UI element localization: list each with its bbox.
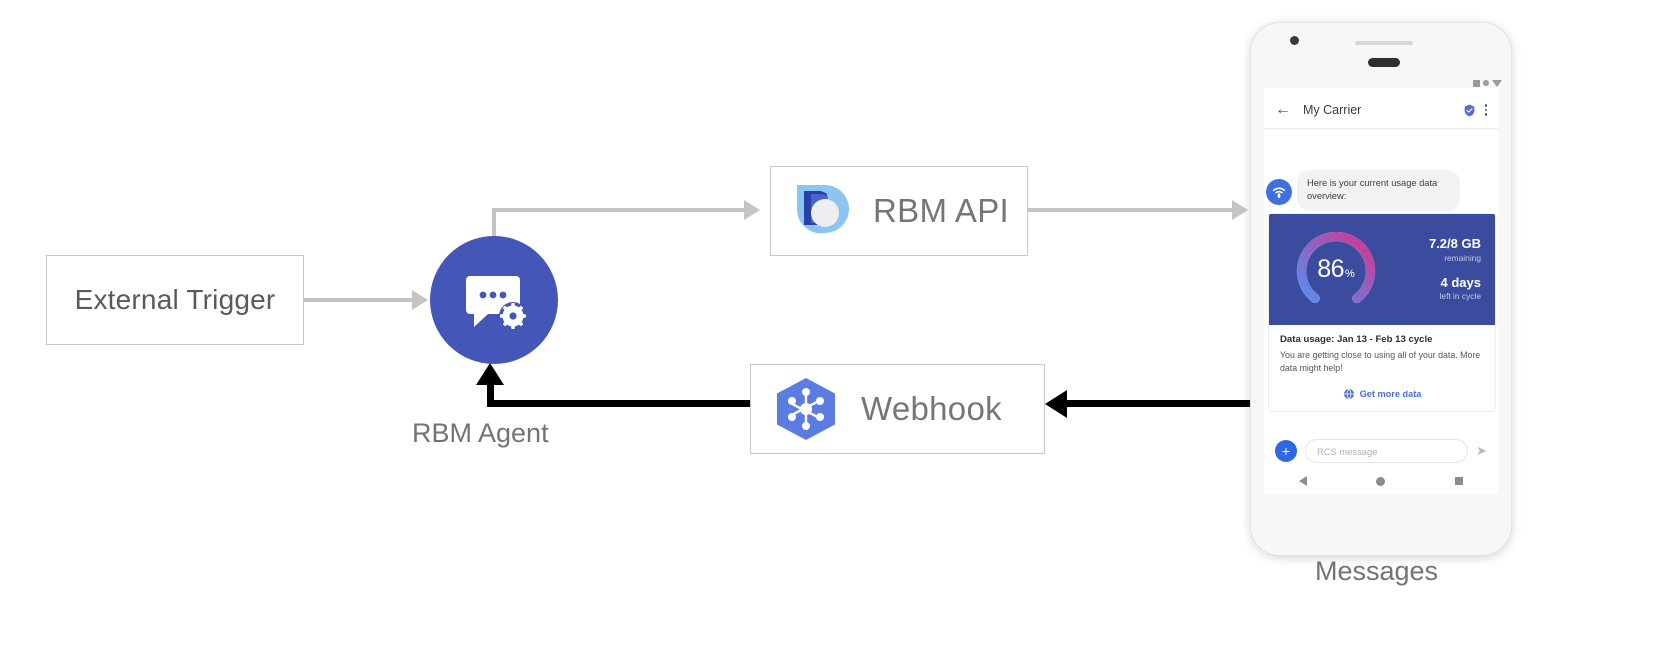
cloud-functions-hexagon-icon — [777, 378, 835, 440]
stat-data-value: 7.2/8 GB — [1428, 236, 1481, 252]
external-trigger-label: External Trigger — [74, 284, 276, 315]
incoming-message-text: Here is your current usage data overview… — [1307, 178, 1438, 202]
overflow-menu-icon[interactable] — [1484, 104, 1487, 116]
nav-home-icon[interactable] — [1376, 476, 1386, 486]
battery-icon — [1492, 79, 1502, 87]
rcs-message-placeholder: RCS message — [1317, 445, 1378, 457]
card-stats-group: 7.2/8 GB remaining 4 days left in cycle — [1429, 214, 1481, 325]
stat-days-left: 4 days left in cycle — [1439, 275, 1481, 302]
arrow-api-to-phone-line — [1028, 208, 1232, 212]
front-camera-icon — [1290, 36, 1299, 45]
rbm-api-node[interactable]: RBM API — [770, 166, 1028, 256]
nav-recents-icon[interactable] — [1455, 477, 1464, 485]
conversation-title: My Carrier — [1303, 103, 1362, 117]
arrow-agent-to-api-horizontal — [492, 208, 744, 212]
gauge-value: 86 — [1317, 254, 1345, 283]
gauge-unit: % — [1345, 267, 1355, 280]
rbm-agent-label: RBM Agent — [412, 418, 549, 448]
arrow-webhook-to-agent-horizontal — [487, 400, 750, 407]
arrow-phone-to-webhook-head — [1045, 390, 1067, 418]
verified-badge-icon — [1464, 104, 1474, 116]
plus-icon[interactable]: + — [1275, 440, 1297, 462]
arrow-trigger-to-agent-head — [412, 290, 428, 310]
rich-card-body: Data usage: Jan 13 - Feb 13 cycle You ar… — [1269, 325, 1495, 379]
arrow-agent-to-api-head — [744, 200, 760, 220]
rich-card-title: Data usage: Jan 13 - Feb 13 cycle — [1280, 334, 1433, 345]
rbm-api-logo-icon — [796, 185, 849, 234]
webhook-node[interactable]: Webhook — [750, 364, 1045, 454]
message-composer: + RCS message ➤ — [1264, 432, 1498, 470]
status-bar — [1462, 78, 1502, 88]
arrow-webhook-to-agent-vertical — [487, 384, 494, 407]
send-icon[interactable]: ➤ — [1476, 443, 1487, 458]
data-usage-gauge-icon — [1296, 231, 1376, 304]
rbm-agent-node[interactable] — [430, 236, 558, 364]
rich-card[interactable]: 86 % 7.2/8 GB remaining 4 days left in c… — [1268, 213, 1496, 412]
gauge-value-group: 86 % — [1293, 226, 1379, 312]
incoming-message-bubble: Here is your current usage data overview… — [1297, 170, 1460, 211]
get-more-data-button[interactable]: Get more data — [1269, 379, 1495, 411]
phone-speaker-grille — [1355, 41, 1413, 45]
messages-label: Messages — [1315, 556, 1439, 586]
external-trigger-node[interactable]: External Trigger — [46, 255, 304, 345]
chat-bubble-gear-icon — [466, 276, 527, 330]
phone-earpiece — [1368, 58, 1400, 67]
arrow-webhook-to-agent-head — [476, 363, 504, 385]
arrow-agent-to-api-vertical — [492, 208, 496, 260]
stat-days-value: 4 days — [1440, 275, 1481, 290]
arrow-trigger-to-agent-line — [304, 298, 412, 302]
get-more-data-label: Get more data — [1359, 388, 1422, 399]
rbm-api-label: RBM API — [873, 192, 1009, 229]
stat-data-remaining: 7.2/8 GB remaining — [1429, 237, 1481, 263]
carrier-agent-avatar-icon — [1266, 179, 1292, 205]
signal-icon — [1473, 79, 1480, 87]
app-bar: ← My Carrier — [1264, 92, 1498, 129]
rcs-message-input[interactable]: RCS message — [1305, 439, 1469, 463]
rich-card-media: 86 % 7.2/8 GB remaining 4 days left in c… — [1269, 214, 1495, 325]
rich-card-description: You are getting close to using all of yo… — [1280, 350, 1481, 373]
stat-days-sub: left in cycle — [1439, 291, 1481, 302]
globe-icon — [1343, 388, 1354, 400]
nav-back-icon[interactable] — [1298, 476, 1307, 486]
wifi-icon — [1483, 80, 1489, 86]
stat-data-sub: remaining — [1444, 252, 1481, 263]
back-arrow-icon[interactable]: ← — [1275, 101, 1291, 118]
arrow-phone-to-webhook-line — [1067, 400, 1257, 407]
arrow-api-to-phone-head — [1232, 200, 1248, 220]
android-nav-bar — [1264, 468, 1498, 494]
webhook-label: Webhook — [861, 390, 1002, 427]
